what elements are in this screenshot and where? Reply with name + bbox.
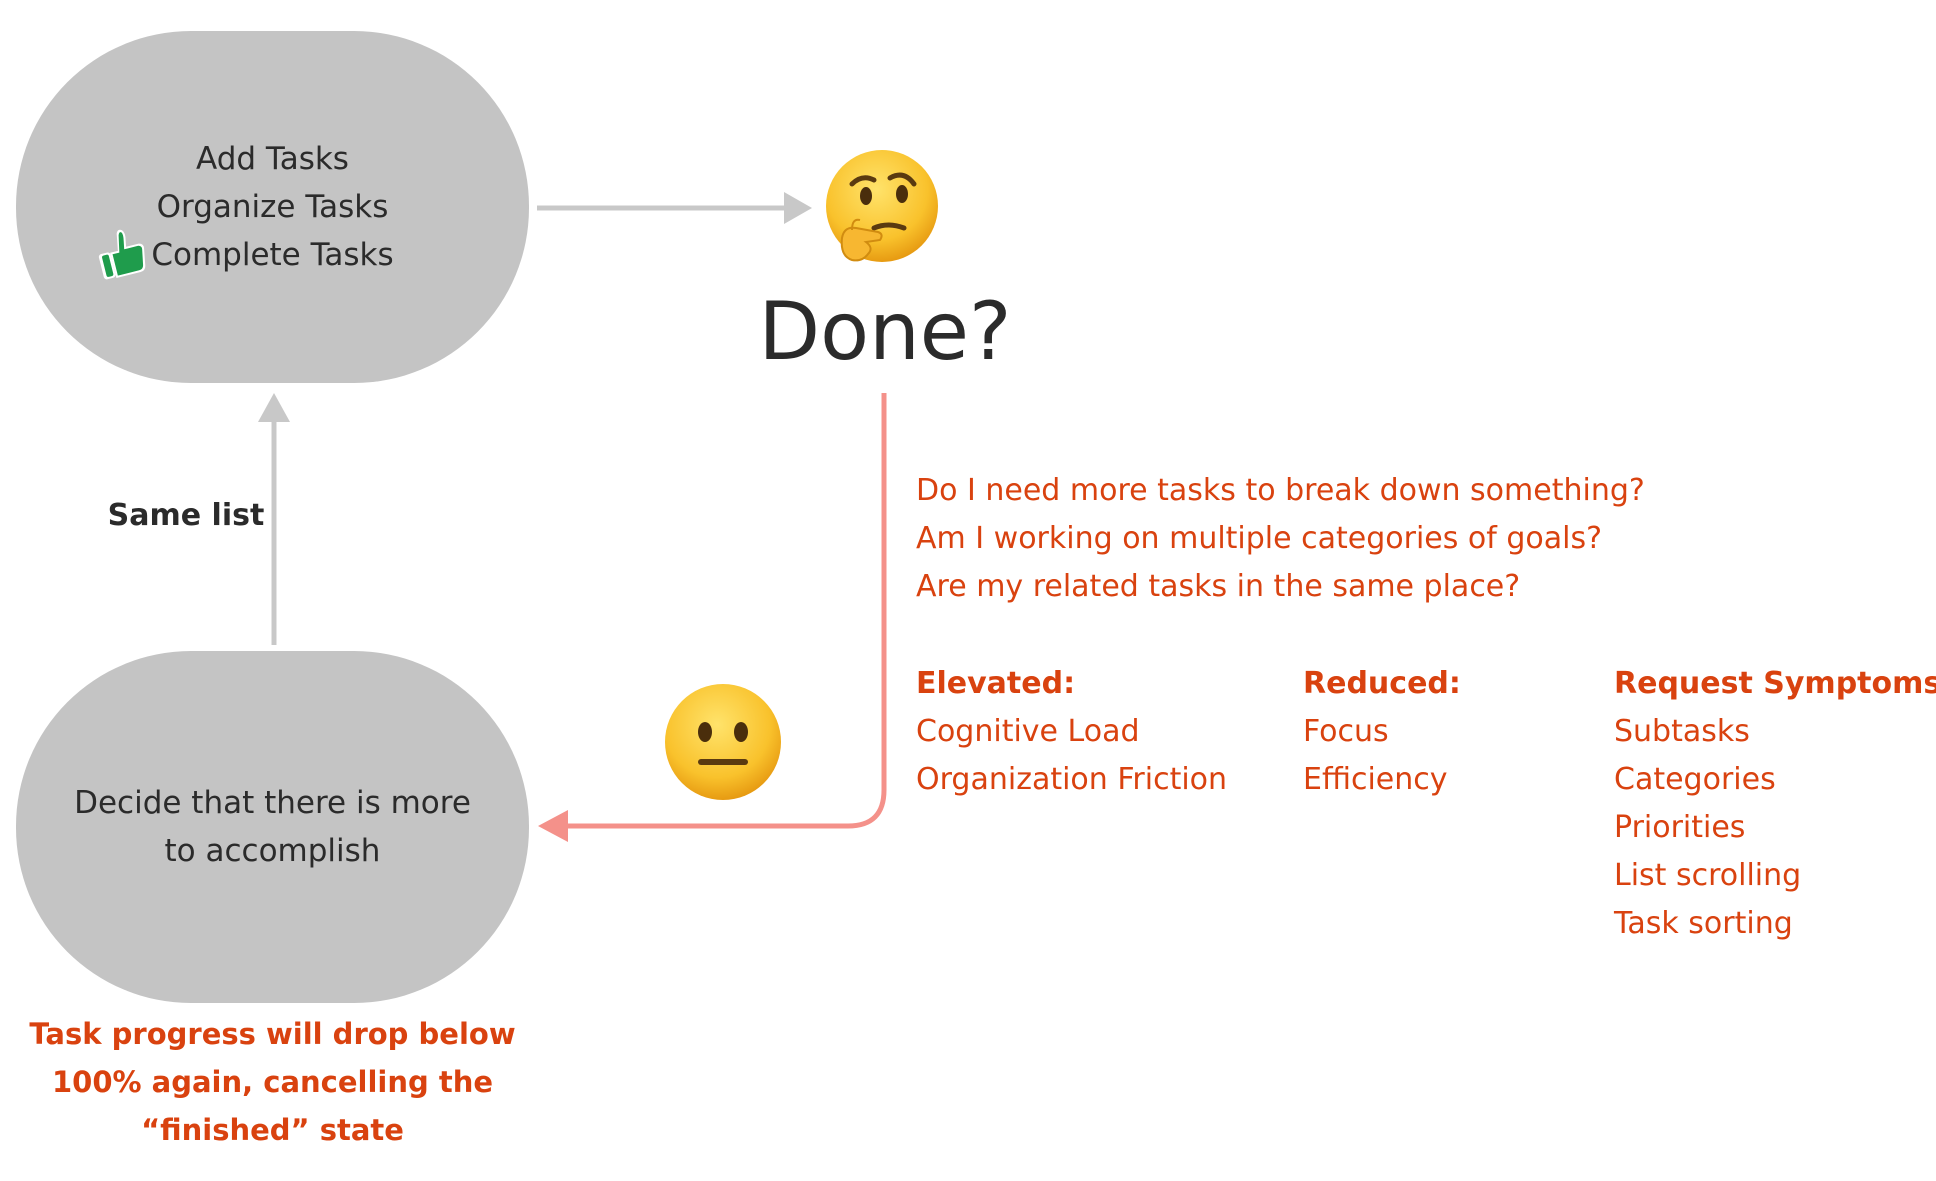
reduced-heading: Reduced: <box>1303 666 1461 701</box>
task-actions-node: Add Tasks Organize Tasks Complete Tasks <box>16 31 529 383</box>
organize-tasks-label: Organize Tasks <box>156 189 389 225</box>
question-item: Do I need more tasks to break down somet… <box>916 473 1645 508</box>
decide-label: Decide that there is more to accomplish <box>74 785 471 869</box>
add-tasks-label: Add Tasks <box>196 141 349 177</box>
request-symptom-item: Categories <box>1614 762 1776 797</box>
question-item: Are my related tasks in the same place? <box>916 569 1521 604</box>
arrow-to-decide <box>568 393 887 829</box>
request-symptom-item: List scrolling <box>1614 858 1802 893</box>
elevated-heading: Elevated: <box>916 666 1076 701</box>
progress-warning-note: Task progress will drop below 100% again… <box>29 1017 516 1147</box>
elevated-item: Cognitive Load <box>916 714 1140 749</box>
decide-node: Decide that there is more to accomplish <box>16 651 529 1003</box>
question-item: Am I working on multiple categories of g… <box>916 521 1603 556</box>
done-heading: Done? <box>758 285 1012 378</box>
request-symptoms-column: Request Symptoms: Subtasks Categories Pr… <box>1614 660 1936 948</box>
neutral-face-emoji <box>665 684 781 800</box>
thinking-face-emoji <box>826 150 938 262</box>
elevated-column: Elevated: Cognitive Load Organization Fr… <box>916 660 1227 804</box>
reduced-item: Efficiency <box>1303 762 1448 797</box>
same-list-label: Same list <box>107 498 265 533</box>
arrow-to-decide-head <box>538 810 568 842</box>
reduced-item: Focus <box>1303 714 1389 749</box>
arrow-to-done-head <box>784 192 812 224</box>
elevated-item: Organization Friction <box>916 762 1228 797</box>
thumbs-up-icon <box>99 229 146 280</box>
reflection-questions: Do I need more tasks to break down somet… <box>916 467 1645 611</box>
complete-tasks-label: Complete Tasks <box>151 237 394 273</box>
request-symptoms-heading: Request Symptoms: <box>1614 666 1936 701</box>
request-symptom-item: Task sorting <box>1614 906 1793 941</box>
request-symptom-item: Subtasks <box>1614 714 1750 749</box>
arrow-same-list-head <box>258 393 290 422</box>
complete-tasks-row: Complete Tasks <box>99 229 394 280</box>
request-symptom-item: Priorities <box>1614 810 1746 845</box>
reduced-column: Reduced: Focus Efficiency <box>1303 660 1461 804</box>
